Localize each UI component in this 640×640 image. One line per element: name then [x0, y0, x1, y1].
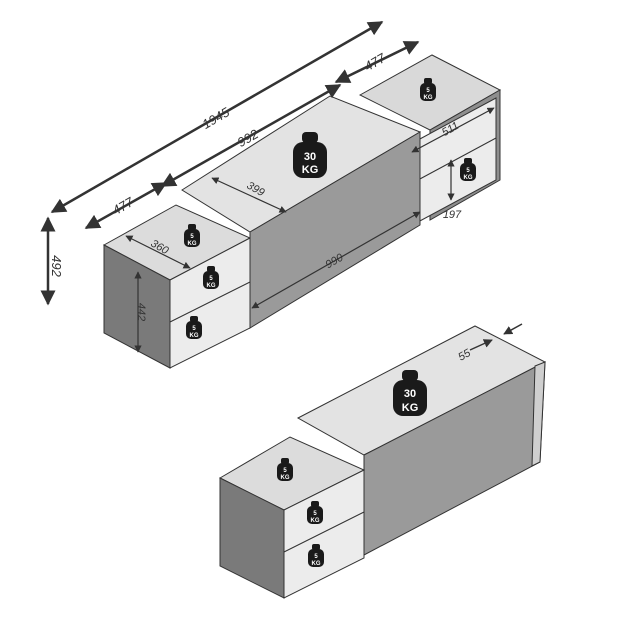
weight-5kg-right-shelf: 5 KG — [460, 158, 476, 181]
bottom-assembly: 30 KG 5 KG 5 KG 5 KG 5 5 — [218, 323, 547, 599]
svg-text:30: 30 — [304, 151, 316, 163]
weight-5kg-bottom-shelf2: 5 KG — [308, 544, 324, 567]
top-assembly: 30 KG 5 KG 5 KG 5 KG 5 KG 5 KG — [40, 20, 502, 369]
svg-text:5: 5 — [313, 511, 317, 517]
svg-text:KG: KG — [402, 402, 419, 414]
weight-30kg-bottom: 30 KG — [393, 370, 427, 416]
svg-text:5: 5 — [314, 554, 318, 560]
dimension-lines-inner — [125, 107, 495, 353]
weight-5kg-left-shelf1: 5 KG — [203, 266, 219, 289]
dim-total-width: 1945 — [199, 104, 232, 132]
weight-5kg-right-top: 5 KG — [420, 78, 436, 101]
svg-text:5: 5 — [209, 276, 213, 282]
dim-side-right: 477 — [362, 50, 389, 74]
svg-text:KG: KG — [190, 333, 199, 339]
center-module — [181, 95, 422, 329]
dimension-lines-top — [40, 20, 420, 306]
svg-text:5: 5 — [283, 468, 287, 474]
dim-side-height: 442 — [135, 303, 147, 321]
dimension-lines-overlap — [469, 323, 523, 351]
dim-side-left: 477 — [110, 194, 137, 218]
svg-text:KG: KG — [464, 175, 473, 181]
svg-text:KG: KG — [311, 518, 320, 524]
svg-text:KG: KG — [207, 283, 216, 289]
weight-5kg-left-shelf2: 5 KG — [186, 316, 202, 339]
svg-text:KG: KG — [312, 561, 321, 567]
svg-text:30: 30 — [404, 388, 416, 400]
svg-text:KG: KG — [188, 241, 197, 247]
svg-text:5: 5 — [192, 326, 196, 332]
weight-5kg-bottom-shelf1: 5 KG — [307, 501, 323, 524]
weight-5kg-left-top: 5 KG — [184, 224, 200, 247]
weight-5kg-bottom-top: 5 KG — [277, 458, 293, 481]
svg-text:5: 5 — [190, 234, 194, 240]
svg-text:5: 5 — [466, 168, 470, 174]
svg-text:KG: KG — [281, 475, 290, 481]
dim-height: 492 — [49, 255, 64, 277]
svg-text:5: 5 — [426, 88, 430, 94]
dim-shelf-height: 197 — [443, 209, 462, 221]
left-side-module-bottom — [218, 436, 366, 599]
svg-text:KG: KG — [302, 164, 319, 176]
svg-text:KG: KG — [424, 95, 433, 101]
